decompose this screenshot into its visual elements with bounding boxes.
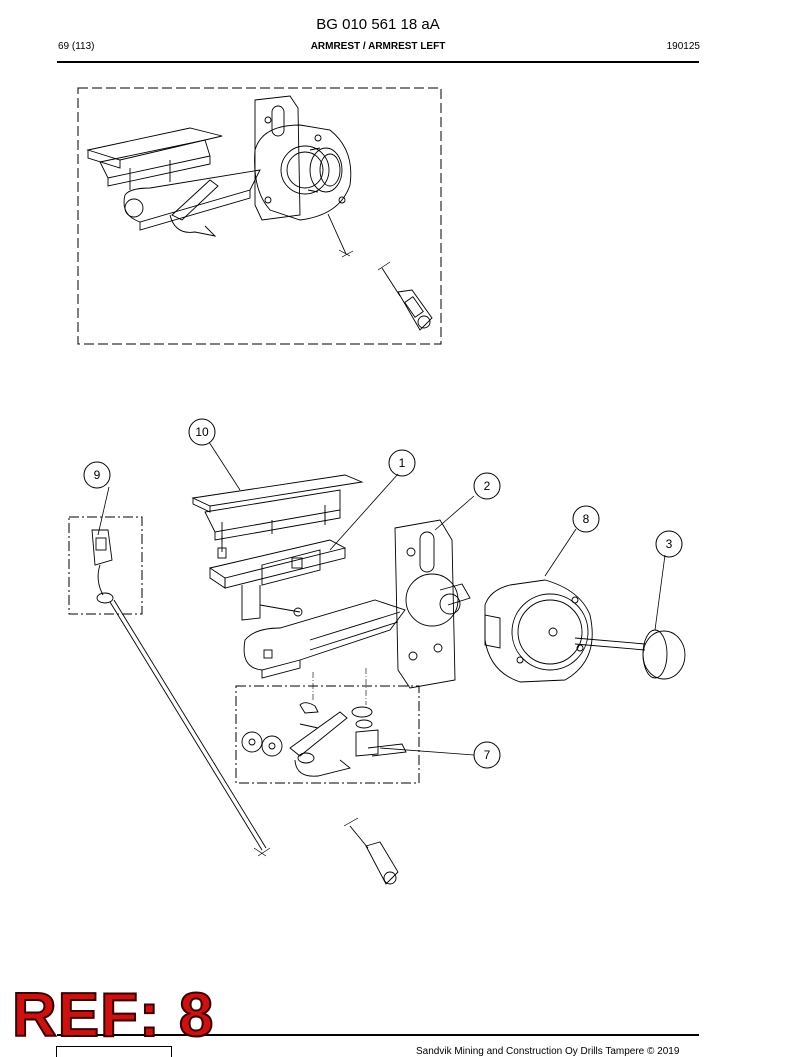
callout-8-label: 8 (583, 512, 590, 526)
callout-7-label: 7 (484, 748, 491, 762)
document-number: BG 010 561 18 aA (316, 16, 440, 33)
page-title: ARMREST / ARMREST LEFT (310, 41, 446, 52)
callout-3-circle (655, 530, 683, 558)
callout-7-circle (473, 741, 501, 769)
callout-9-circle (83, 461, 111, 489)
callout-1-label: 1 (399, 456, 406, 470)
footer-copyright: Sandvik Mining and Construction Oy Drill… (416, 1046, 680, 1057)
page-number: 69 (113) (58, 41, 95, 52)
callout-10-circle (188, 418, 216, 446)
item-9-frame (68, 516, 143, 615)
callout-2-label: 2 (484, 479, 491, 493)
callout-8-circle (572, 505, 600, 533)
callout-3-label: 3 (666, 537, 673, 551)
ref-stamp: REF: 8 (11, 981, 215, 1050)
callout-circles (83, 418, 683, 769)
callout-10-label: 10 (195, 425, 209, 439)
callout-leaders (97, 441, 666, 756)
exploded-parts (91, 474, 686, 885)
assembly-view-frame (77, 87, 442, 345)
callout-1-circle (388, 449, 416, 477)
date-code: 190125 (666, 41, 700, 52)
callout-2-circle (473, 472, 501, 500)
footer-rule (57, 1034, 699, 1036)
header-rule (57, 61, 699, 63)
company-logo (56, 1046, 172, 1057)
assembled-armrest (86, 95, 433, 331)
callout-9-label: 9 (94, 468, 101, 482)
item-7-frame (235, 685, 420, 784)
